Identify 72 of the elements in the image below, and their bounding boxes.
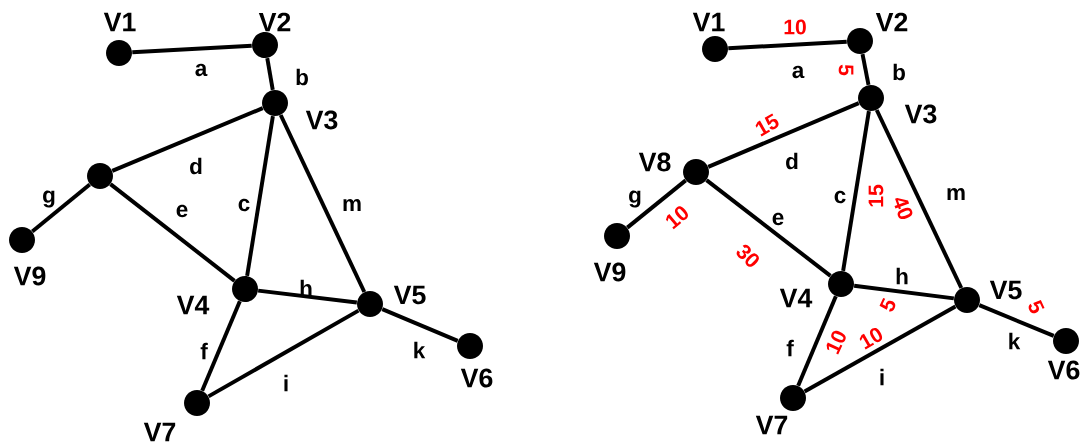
vertex-label: V6: [460, 368, 493, 388]
edge-weight: 10: [859, 327, 883, 350]
edge-line: [200, 300, 242, 392]
edge-label: a: [792, 65, 805, 79]
edge-weight: 10: [826, 330, 846, 355]
edge-line: [132, 43, 252, 55]
edge-label: e: [772, 212, 784, 226]
edge-weight: 30: [736, 244, 759, 267]
vertex-label: V5: [393, 285, 426, 305]
edge-label: h: [896, 267, 908, 285]
vertex-label: V9: [13, 266, 46, 286]
vertex-label: V3: [904, 104, 937, 124]
vertex-label: V1: [103, 12, 136, 32]
edge-line: [803, 304, 957, 394]
edge-label: e: [176, 204, 188, 218]
edge-line: [109, 182, 236, 283]
vertex-label: V3: [305, 110, 338, 130]
edge-label: i: [284, 374, 288, 392]
vertex-dot: [87, 163, 113, 189]
edge-label: i: [880, 368, 884, 386]
edge-label: k: [414, 341, 426, 359]
edge-label: b: [893, 63, 905, 81]
vertex-label: V5: [989, 280, 1022, 300]
vertex-label: V2: [875, 12, 908, 32]
edge-line: [705, 178, 832, 278]
edge-weight: 15: [755, 113, 779, 137]
edge-line: [707, 101, 860, 169]
vertex-label: V7: [143, 422, 176, 442]
edge-label: c: [238, 198, 250, 212]
edge-weight: 5: [838, 64, 854, 76]
edge-line: [860, 53, 871, 86]
edge-line: [265, 57, 275, 91]
edge-line: [853, 283, 955, 301]
edge-line: [207, 308, 360, 399]
edge-line: [381, 307, 459, 343]
edge-line: [111, 106, 264, 173]
edge-line: [874, 109, 964, 289]
edge-weight: 5: [879, 297, 896, 312]
edge-label: c: [834, 190, 846, 204]
edge-label: g: [43, 190, 55, 208]
edge-line: [31, 182, 91, 234]
vertex-label: V6: [1047, 360, 1080, 380]
vertex-label: V8: [638, 152, 671, 172]
edge-label: f: [786, 339, 794, 357]
edge-line: [626, 178, 687, 230]
edge-label: a: [195, 63, 208, 77]
edge-label: k: [1009, 332, 1021, 350]
edge-label: d: [190, 157, 202, 175]
vertex-label: V7: [755, 415, 788, 435]
edge-line: [728, 39, 847, 51]
edge-weight: 10: [784, 19, 806, 35]
edge-label: f: [200, 342, 208, 360]
edge-label: m: [947, 187, 965, 201]
vertex-label: V2: [258, 12, 291, 32]
edge-label: m: [343, 198, 361, 212]
vertex-label: V9: [593, 262, 626, 282]
edge-line: [978, 303, 1055, 338]
edge-line: [278, 114, 367, 293]
edge-line: [796, 295, 838, 387]
edge-line: [245, 115, 275, 277]
edge-weight: 5: [1028, 300, 1045, 314]
edge-line: [841, 110, 871, 272]
edge-weight: 40: [894, 198, 913, 220]
edge-weight: 10: [666, 206, 688, 230]
vertex-label: V4: [779, 288, 813, 308]
edge-label: b: [296, 68, 308, 86]
edge-line: [257, 288, 358, 305]
edge-label: g: [629, 190, 641, 208]
edge-label: d: [786, 152, 798, 170]
vertex-label: V4: [176, 295, 210, 315]
vertex-label: V1: [692, 12, 725, 32]
edge-weight: 15: [868, 184, 884, 207]
